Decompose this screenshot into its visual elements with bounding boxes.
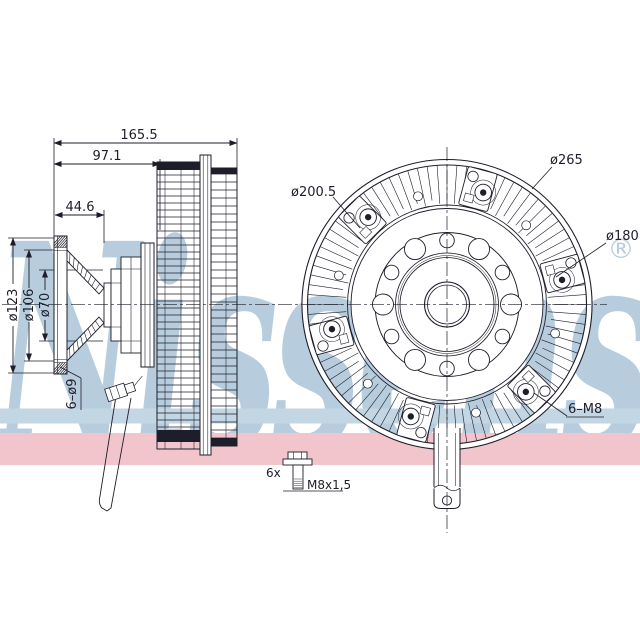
drum-left-fin-lines [157, 167, 200, 442]
bolt-shank [292, 464, 304, 490]
flange-hatch-top [54, 236, 67, 248]
blade-fastener [104, 375, 143, 403]
flange-holes-leader [59, 366, 82, 410]
drive-cone [66, 248, 105, 363]
drum-right-fin-lines [211, 173, 237, 439]
dim-flange-holes-label: 6–ø9 [65, 379, 80, 410]
drum-left-fins [156, 161, 201, 450]
bolt-thread-lines [293, 478, 303, 489]
dim-total-width-label: 165.5 [120, 128, 157, 143]
side-dimension-lines [9, 139, 238, 374]
centerlines [2, 147, 607, 533]
bolt-detail: 6x M8x1,5 [266, 451, 351, 492]
dim-hub-width-label: 44.6 [66, 200, 95, 215]
bolt-flange [282, 458, 313, 466]
fan-blade [98, 395, 132, 512]
dim-pilot-dia-label: ø70 [38, 293, 53, 318]
dim-outer-dia-label: ø265 [550, 153, 583, 168]
drum-right-fins [210, 167, 238, 447]
registered-mark-icon: ® [608, 234, 635, 265]
cone-hatch [69, 253, 100, 358]
front-leader-lines [332, 166, 607, 418]
mounting-tabs [308, 166, 586, 443]
dim-thread-holes-label: 6–M8 [568, 402, 602, 417]
dim-ring-dia-label: ø180 [606, 229, 639, 244]
dim-body-width-label: 97.1 [93, 149, 122, 164]
thread-spec-label: M8x1,5 [307, 478, 351, 492]
dim-fin-inner-dia-label: ø200.5 [291, 185, 336, 200]
stripe-pink [0, 433, 640, 465]
bolt-head [287, 451, 308, 460]
bolt-quantity-label: 6x [266, 466, 281, 480]
fin-detail-circles [333, 191, 561, 418]
